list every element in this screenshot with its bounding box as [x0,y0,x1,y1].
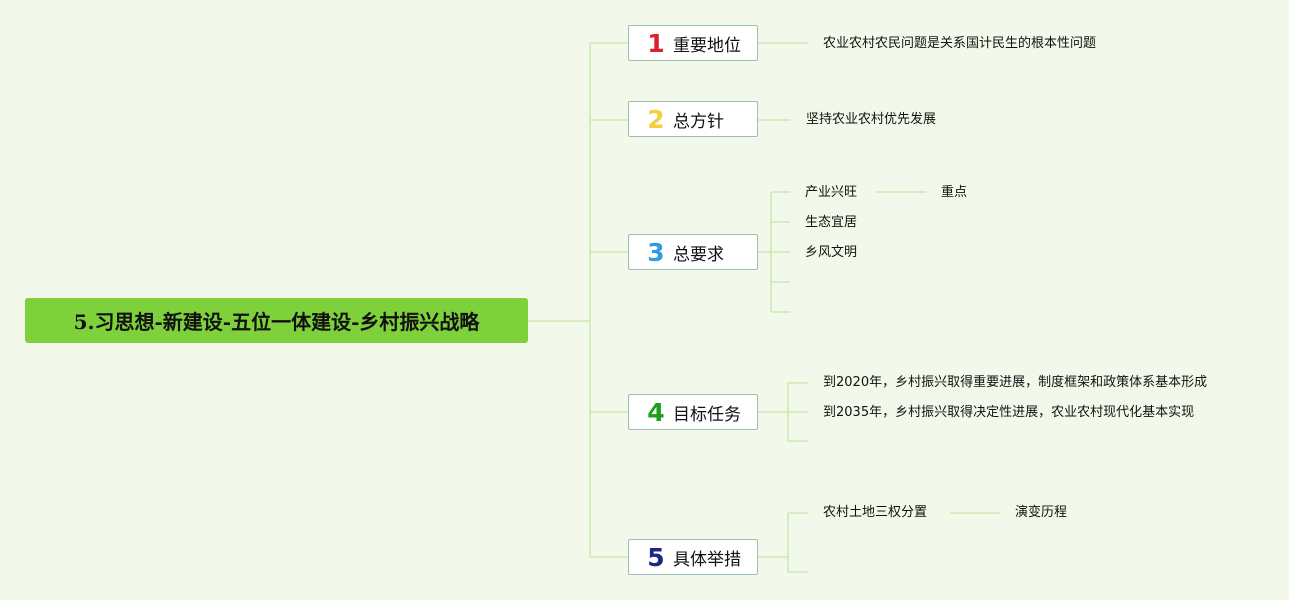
number-1-icon: 1 [647,28,665,58]
leaf-evolution-history[interactable]: 演变历程 [1015,505,1068,520]
topic-label: 目标任务 [673,404,741,425]
leaf-goal-2020[interactable]: 到2020年，乡村振兴取得重要进展，制度框架和政策体系基本形成 [823,375,1208,390]
leaf-land-rights[interactable]: 农村土地三权分置 [823,505,928,520]
leaf-ecological-livability[interactable]: 生态宜居 [805,215,858,230]
topic-goals-tasks[interactable]: 4 目标任务 [628,394,758,430]
topic-label: 具体举措 [673,549,741,570]
number-2-icon: 2 [647,104,665,134]
topic-label: 总要求 [673,244,724,265]
number-3-icon: 3 [647,237,665,267]
number-4-icon: 4 [647,397,665,427]
topic-label: 重要地位 [673,35,741,56]
topic-general-requirements[interactable]: 3 总要求 [628,234,758,270]
topic-general-policy[interactable]: 2 总方针 [628,101,758,137]
leaf-key-point[interactable]: 重点 [941,185,968,200]
topic-importance[interactable]: 1 重要地位 [628,25,758,61]
leaf-goal-2035[interactable]: 到2035年，乡村振兴取得决定性进展，农业农村现代化基本实现 [823,405,1195,420]
topic-specific-measures[interactable]: 5 具体举措 [628,539,758,575]
root-topic[interactable]: 5.习思想-新建设-五位一体建设-乡村振兴战略 [25,298,528,343]
number-5-icon: 5 [647,542,665,572]
leaf-industry-prosperity[interactable]: 产业兴旺 [805,185,858,200]
leaf-policy-statement[interactable]: 坚持农业农村优先发展 [806,112,937,127]
leaf-importance-statement[interactable]: 农业农村农民问题是关系国计民生的根本性问题 [823,36,1097,51]
leaf-civilized-customs[interactable]: 乡风文明 [805,245,858,260]
topic-label: 总方针 [673,111,724,132]
